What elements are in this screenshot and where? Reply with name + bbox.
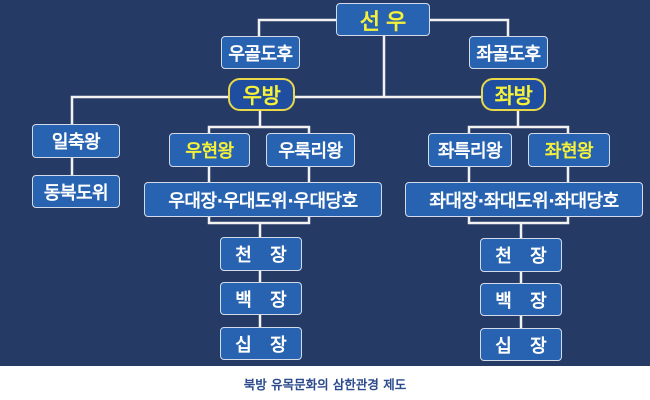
node-left-gudu-marquis: 좌골도후 xyxy=(469,36,548,69)
node-right-officers: 우대장·우대도위·우대당호 xyxy=(144,182,382,217)
node-right-wing: 우방 xyxy=(228,78,295,111)
node-right-luli-king: 우룩리왕 xyxy=(266,133,355,167)
node-right-chief-hundred: 백 장 xyxy=(220,282,302,315)
node-left-chief-thousand: 천 장 xyxy=(480,238,562,272)
node-left-wise-king: 좌현왕 xyxy=(528,133,610,167)
node-right-chief-thousand: 천 장 xyxy=(220,237,302,271)
node-left-officers: 좌대장·좌대도위·좌대당호 xyxy=(405,182,643,217)
node-chanyu: 선우 xyxy=(336,3,430,36)
node-right-gudu-marquis: 우골도후 xyxy=(221,36,300,69)
node-east-king: 일축왕 xyxy=(32,124,120,158)
node-northeast-commandant: 동북도위 xyxy=(32,175,120,208)
figure-caption: 북방 유목문화의 삼한관경 제도 xyxy=(243,377,407,392)
node-left-chief-ten: 십 장 xyxy=(480,328,562,361)
node-right-chief-ten: 십 장 xyxy=(220,327,302,360)
node-left-chief-hundred: 백 장 xyxy=(480,283,562,316)
node-left-wing: 좌방 xyxy=(481,78,546,111)
org-chart: 선우 우골도후 좌골도후 우방 좌방 일축왕 동북도위 우현왕 우룩리왕 우대장… xyxy=(0,0,650,366)
node-left-luli-king: 좌특리왕 xyxy=(428,133,512,167)
node-right-wise-king: 우현왕 xyxy=(169,133,250,167)
